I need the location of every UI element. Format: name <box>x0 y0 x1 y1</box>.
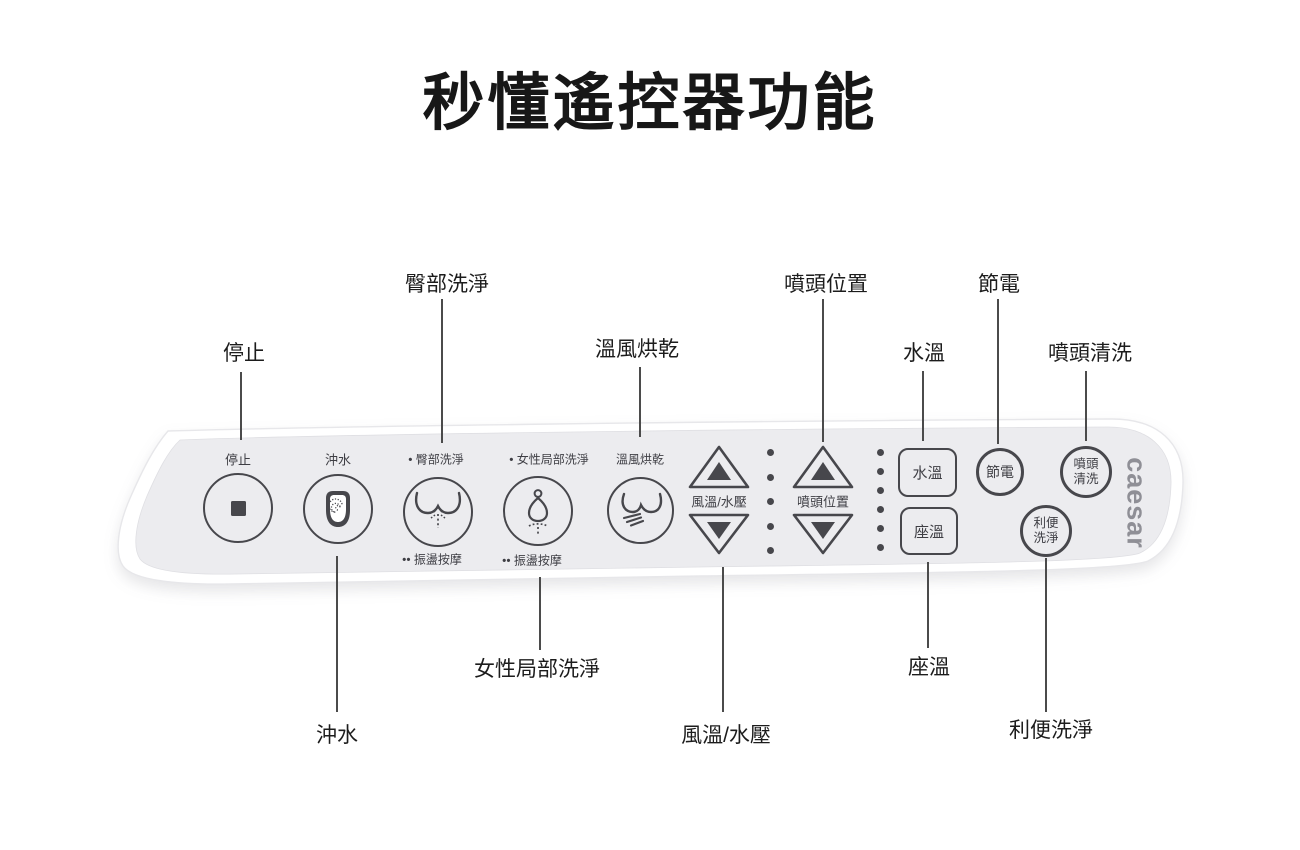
buttocks-air-icon <box>620 492 662 527</box>
flush-button[interactable] <box>303 474 373 544</box>
easy-wash-label-line1: 利便 <box>1033 516 1059 531</box>
nozzle-position-stepper <box>792 445 854 555</box>
callout-air-temp-water-pressure: 風溫/水壓 <box>681 724 771 747</box>
callout-warm-air-dry: 溫風烘乾 <box>595 338 679 361</box>
page-title: 秒懂遙控器功能 <box>422 69 878 138</box>
callout-easy-wash: 利便洗淨 <box>1009 719 1093 742</box>
water-temp-button[interactable]: 水溫 <box>898 448 957 497</box>
callout-line-seat-temp <box>927 562 929 648</box>
seat-temp-button[interactable]: 座溫 <box>900 507 958 555</box>
feminine-spray-icon <box>527 489 549 535</box>
callout-flush: 沖水 <box>316 724 358 747</box>
triangle-up-fill-icon <box>811 462 835 480</box>
callout-nozzle-clean: 噴頭清洗 <box>1048 342 1132 365</box>
easy-wash-button[interactable]: 利便 洗淨 <box>1020 505 1072 557</box>
water-temp-label: 水溫 <box>912 465 943 482</box>
panel-label-nozzle-position: 噴頭位置 <box>796 494 850 510</box>
callout-feminine-wash: 女性局部洗淨 <box>474 658 600 681</box>
panel-label-flush: 沖水 <box>324 452 352 468</box>
callout-water-temp: 水溫 <box>903 342 945 365</box>
triangle-down-icon <box>688 513 750 555</box>
callout-power-save: 節電 <box>978 273 1020 296</box>
easy-wash-label-line2: 洗淨 <box>1033 531 1059 545</box>
nozzle-position-up-button[interactable] <box>792 445 854 489</box>
callout-line-nozzle-clean <box>1085 371 1087 441</box>
air-temp-down-button[interactable] <box>688 513 750 555</box>
callout-stop: 停止 <box>223 342 265 365</box>
air-temp-water-pressure-stepper <box>688 445 750 555</box>
triangle-up-icon <box>792 445 854 489</box>
callout-line-water-temp <box>922 371 924 441</box>
stop-square-icon <box>230 500 246 516</box>
power-save-button[interactable]: 節電 <box>976 448 1024 496</box>
nozzle-position-down-button[interactable] <box>792 513 854 555</box>
flush-swirl-icon <box>326 491 350 527</box>
panel-label-feminine-wash: • 女性局部洗淨 <box>509 452 589 467</box>
air-temp-up-button[interactable] <box>688 445 750 489</box>
triangle-down-icon <box>792 513 854 555</box>
callout-line-rear-wash <box>441 299 443 443</box>
callout-seat-temp: 座溫 <box>908 656 950 679</box>
dot-separator-right <box>877 449 884 551</box>
panel-label-warm-air-dry: 溫風烘乾 <box>615 452 665 467</box>
stop-button[interactable] <box>203 473 273 543</box>
panel-label-oscillating-massage-1: •• 振盪按摩 <box>402 552 462 567</box>
callout-line-stop <box>240 372 242 440</box>
panel-label-rear-wash: • 臀部洗淨 <box>408 452 464 467</box>
callout-line-nozzle-position <box>822 299 824 442</box>
nozzle-clean-label-line2: 清洗 <box>1073 472 1099 486</box>
callout-line-power-save <box>997 299 999 444</box>
seat-temp-label: 座溫 <box>913 523 944 541</box>
callout-rear-wash: 臀部洗淨 <box>405 273 489 296</box>
power-save-label: 節電 <box>986 464 1014 480</box>
warm-air-dry-button[interactable] <box>607 477 674 544</box>
callout-line-flush <box>336 556 338 712</box>
rear-wash-button[interactable] <box>403 477 473 547</box>
callout-line-air-temp-water-pressure <box>722 567 724 712</box>
triangle-down-fill-icon <box>707 522 731 539</box>
callout-nozzle-position: 噴頭位置 <box>784 273 868 296</box>
triangle-up-fill-icon <box>707 462 731 480</box>
callout-line-warm-air-dry <box>639 367 641 437</box>
panel-label-oscillating-massage-2: •• 振盪按摩 <box>502 553 562 568</box>
triangle-up-icon <box>688 445 750 489</box>
brand-logo: caesar <box>1121 457 1152 549</box>
panel-label-stop: 停止 <box>224 452 252 468</box>
feminine-wash-button[interactable] <box>503 476 573 546</box>
dot-separator-left <box>767 449 774 554</box>
panel-label-air-temp-water-pressure: 風溫/水壓 <box>691 494 747 510</box>
nozzle-clean-button[interactable]: 噴頭 清洗 <box>1060 446 1112 498</box>
buttocks-spray-icon <box>414 491 462 528</box>
callout-line-easy-wash <box>1045 558 1047 712</box>
callout-line-feminine-wash <box>539 577 541 650</box>
nozzle-clean-label-line1: 噴頭 <box>1073 457 1099 472</box>
triangle-down-fill-icon <box>811 522 835 539</box>
